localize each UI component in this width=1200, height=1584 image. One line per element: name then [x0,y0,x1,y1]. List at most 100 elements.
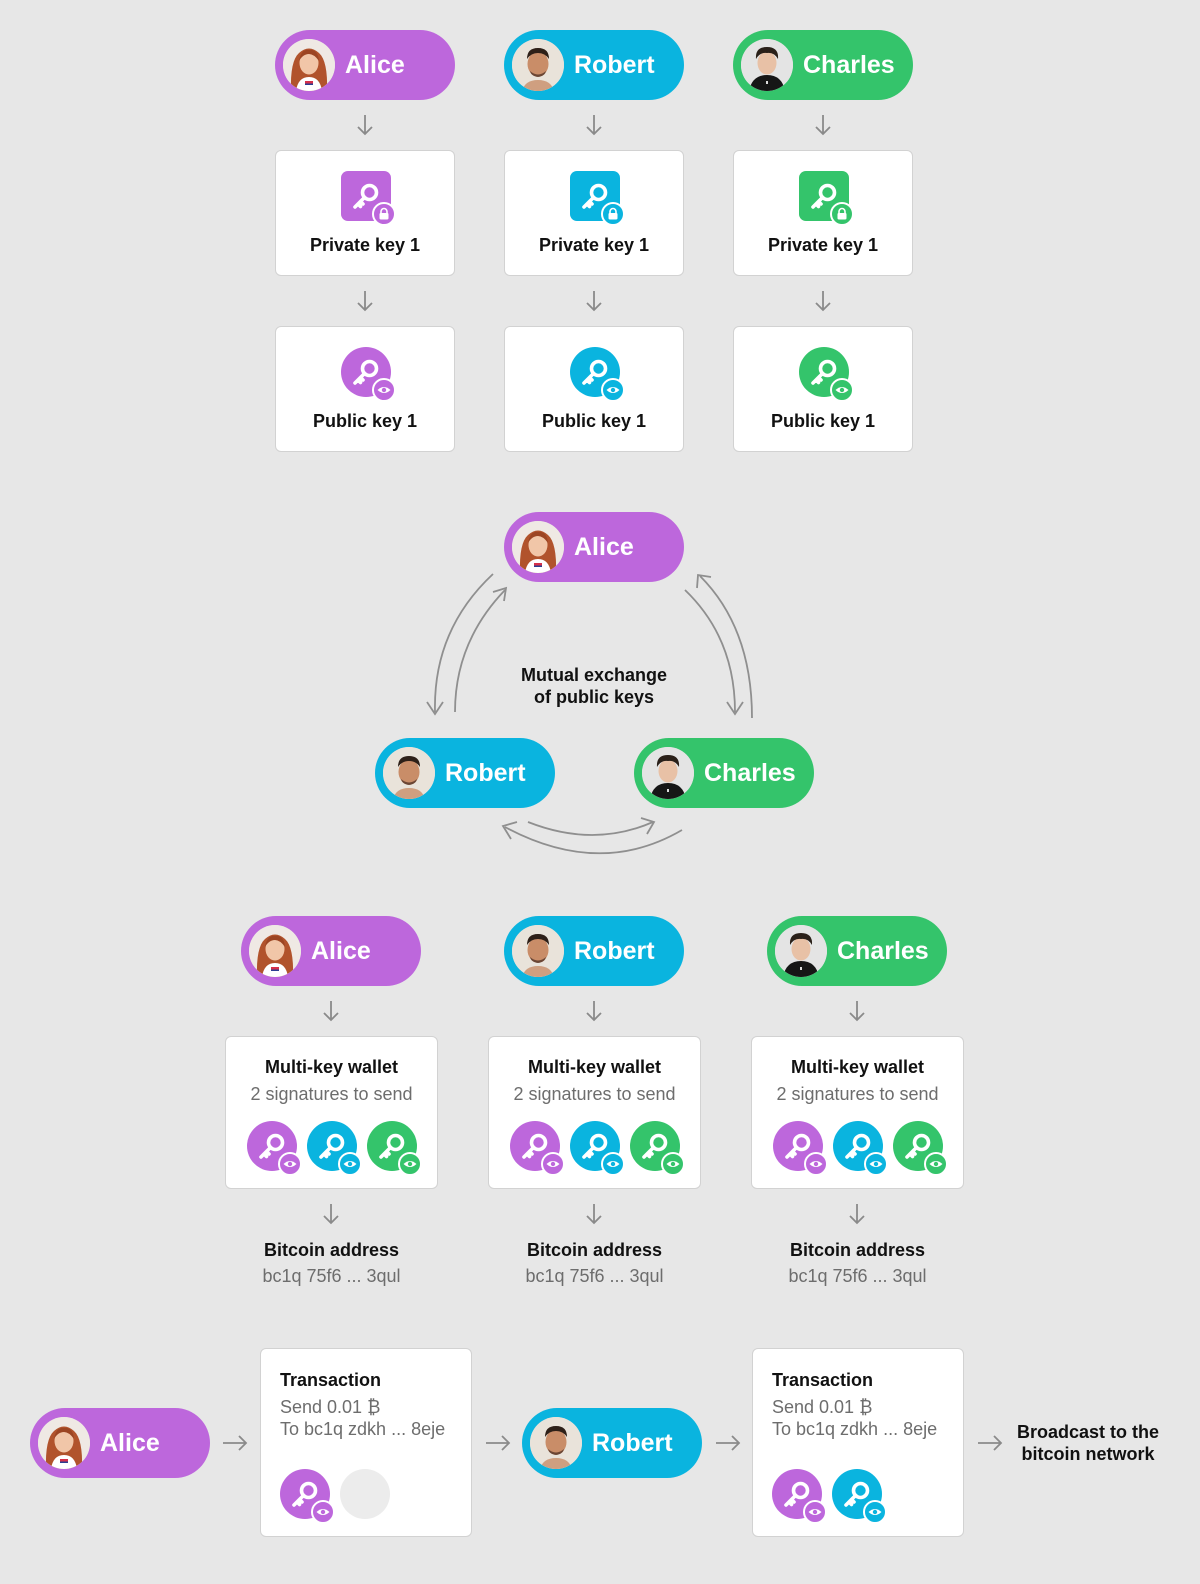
key-eye-icon [247,1121,302,1176]
arrow-right-icon [715,1433,741,1453]
user-name: Robert [592,1429,673,1457]
user-name: Alice [311,937,371,965]
avatar [741,39,793,91]
key-eye-icon [570,347,625,402]
user-name: Robert [574,937,655,965]
public-key-label: Public key 1 [770,411,876,431]
robert-pill: Robert [375,738,555,808]
address-value: bc1q 75f6 ... 3qul [262,1266,401,1286]
arrow-right-icon [222,1433,248,1453]
key-lock-icon [341,171,396,226]
transaction-recipient: To bc1q zdkh ... 8eje [280,1419,446,1439]
private-key-card: Private key 1 [733,150,913,276]
exchange-line: of public keys [533,687,655,707]
address-title: Bitcoin address [789,1240,926,1260]
user-name: Alice [574,533,634,561]
avatar [512,39,564,91]
user-name: Charles [837,937,929,965]
exchange-line: Mutual exchange [520,665,668,685]
transaction-title: Transaction [772,1370,874,1390]
robert-pill: Robert [522,1408,702,1478]
wallet-subtitle: 2 signatures to send [513,1084,676,1104]
transaction-amount: Send 0.01 ₿ [280,1397,381,1417]
key-eye-icon [570,1121,625,1176]
key-eye-icon [630,1121,685,1176]
key-eye-icon [367,1121,422,1176]
exchange-label: Mutual exchange of public keys [494,664,694,708]
alice-pill: Alice [504,512,684,582]
private-key-card: Private key 1 [275,150,455,276]
private-key-label: Private key 1 [309,235,421,255]
avatar [383,747,435,799]
avatar [642,747,694,799]
avatar [283,39,335,91]
broadcast-line: Broadcast to the [1016,1422,1160,1442]
broadcast-label: Broadcast to the bitcoin network [1008,1421,1168,1465]
key-eye-icon [772,1469,827,1524]
key-eye-icon [832,1469,887,1524]
avatar [249,925,301,977]
multi-key-wallet-card: Multi-key wallet 2 signatures to send [225,1036,438,1189]
transaction-card: Transaction Send 0.01 ₿ To bc1q zdkh ...… [260,1348,472,1537]
address-title: Bitcoin address [263,1240,400,1260]
alice-pill: Alice [275,30,455,100]
arrow-right-icon [485,1433,511,1453]
alice-pill: Alice [241,916,421,986]
transaction-recipient: To bc1q zdkh ... 8eje [772,1419,938,1439]
private-key-label: Private key 1 [538,235,650,255]
wallet-title: Multi-key wallet [527,1057,662,1077]
arrow-down-icon [584,999,604,1023]
arrow-down-icon [584,1202,604,1226]
charles-pill: Charles [767,916,947,986]
wallet-subtitle: 2 signatures to send [250,1084,413,1104]
key-eye-icon [833,1121,888,1176]
public-key-card: Public key 1 [275,326,455,452]
key-eye-icon [510,1121,565,1176]
wallet-title: Multi-key wallet [264,1057,399,1077]
transaction-title: Transaction [280,1370,382,1390]
key-lock-icon [570,171,625,226]
key-lock-icon [799,171,854,226]
avatar [512,925,564,977]
arrow-right-icon [977,1433,1003,1453]
private-key-label: Private key 1 [767,235,879,255]
address-value: bc1q 75f6 ... 3qul [788,1266,927,1286]
robert-pill: Robert [504,30,684,100]
avatar [38,1417,90,1469]
key-eye-icon [799,347,854,402]
key-eye-icon [280,1469,335,1524]
avatar [530,1417,582,1469]
public-key-label: Public key 1 [312,411,418,431]
avatar [775,925,827,977]
arrow-down-icon [847,999,867,1023]
user-name: Alice [100,1429,160,1457]
robert-pill: Robert [504,916,684,986]
public-key-card: Public key 1 [504,326,684,452]
private-key-card: Private key 1 [504,150,684,276]
multi-key-wallet-card: Multi-key wallet 2 signatures to send [488,1036,701,1189]
user-name: Robert [445,759,526,787]
empty-signature-slot [340,1469,390,1519]
arrow-down-icon [847,1202,867,1226]
charles-pill: Charles [634,738,814,808]
bitcoin-address-block: Bitcoin address bc1q 75f6 ... 3qul [751,1240,964,1287]
address-value: bc1q 75f6 ... 3qul [525,1266,664,1286]
user-name: Charles [704,759,796,787]
key-eye-icon [773,1121,828,1176]
alice-pill: Alice [30,1408,210,1478]
bitcoin-address-block: Bitcoin address bc1q 75f6 ... 3qul [488,1240,701,1287]
arrow-down-icon [321,1202,341,1226]
public-key-card: Public key 1 [733,326,913,452]
user-name: Alice [345,51,405,79]
broadcast-line: bitcoin network [1021,1444,1155,1464]
address-title: Bitcoin address [526,1240,663,1260]
transaction-card: Transaction Send 0.01 ₿ To bc1q zdkh ...… [752,1348,964,1537]
arrow-down-icon [321,999,341,1023]
transaction-amount: Send 0.01 ₿ [772,1397,873,1417]
multi-key-wallet-card: Multi-key wallet 2 signatures to send [751,1036,964,1189]
wallet-title: Multi-key wallet [790,1057,925,1077]
key-eye-icon [341,347,396,402]
avatar [512,521,564,573]
user-name: Charles [803,51,895,79]
